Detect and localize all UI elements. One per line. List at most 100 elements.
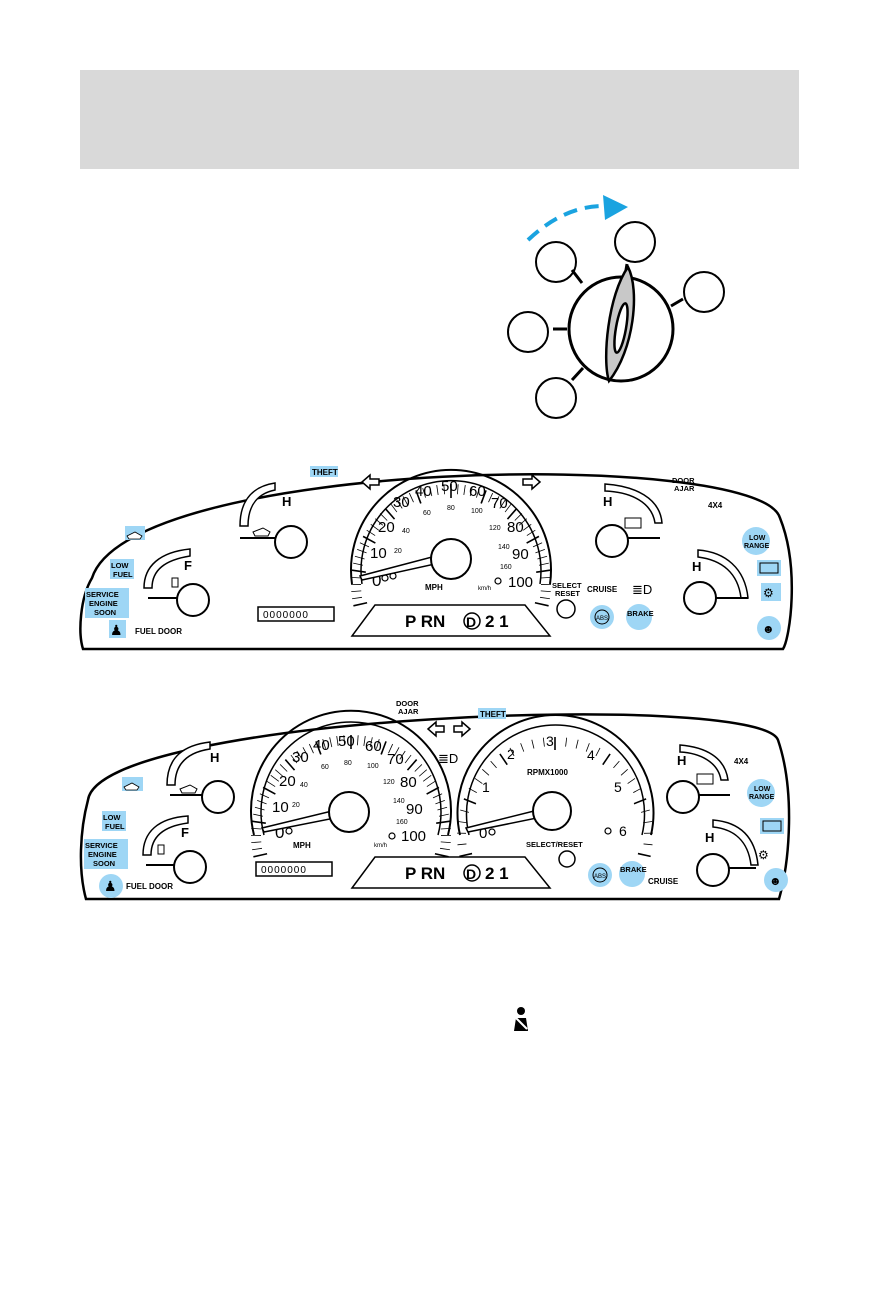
gauge-tick	[535, 549, 545, 554]
gauge-tick	[354, 555, 365, 560]
gauge-tick	[518, 518, 528, 526]
charging-icon	[759, 562, 779, 574]
gauge-tick	[380, 741, 387, 755]
seatbelt-icon: ♟	[104, 878, 117, 894]
gauge-tick	[476, 487, 480, 498]
mph-tick-30: 30	[393, 494, 410, 511]
kmh-tick-60: 60	[321, 764, 329, 771]
gauge-tick	[366, 529, 376, 536]
select-reset-button[interactable]	[558, 850, 576, 868]
speedometer-hub	[430, 538, 472, 580]
key-position-2	[535, 241, 577, 283]
instrument-cluster-tachometer: 0 10 20 30 40 50 60 70 80 90 100 20 40 6…	[79, 699, 791, 901]
gauge-tick	[353, 562, 364, 566]
gauge-tick	[469, 486, 473, 497]
mph-tick-70: 70	[387, 751, 404, 768]
abs-indicator: ABS	[596, 616, 608, 622]
rpm-tick-3: 3	[546, 733, 554, 749]
gauge-tick	[284, 759, 296, 771]
kmh-label: km/h	[478, 586, 491, 592]
mph-tick-50: 50	[441, 478, 458, 495]
low-range-line-2: RANGE	[749, 794, 775, 801]
kmh-tick-100: 100	[471, 508, 483, 515]
gauge-tick	[531, 739, 535, 749]
fuel-f-label: F	[184, 558, 192, 573]
rpm-tick-2: 2	[507, 746, 515, 762]
mph-tick-50: 50	[338, 733, 355, 750]
gauge-tick	[290, 754, 298, 764]
gauge-tick	[408, 492, 414, 503]
gauge-tick	[637, 852, 651, 858]
gauge-tick	[406, 759, 418, 771]
gear-prn: P RN	[405, 864, 445, 883]
gauge-tick	[370, 523, 380, 531]
airbag-icon: ☻	[769, 874, 782, 888]
low-range-line-2: RANGE	[744, 543, 770, 550]
gauge-tick	[538, 562, 549, 566]
service-line-3: SOON	[93, 859, 115, 868]
gauge-tick	[440, 827, 451, 830]
gauge-tick	[493, 496, 500, 506]
gauge-tick	[437, 806, 448, 811]
fuel-door-label: FUEL DOOR	[135, 627, 182, 636]
four-x-four-label: 4X4	[734, 757, 749, 766]
battery-gauge: H	[595, 483, 663, 558]
oil-h-label: H	[210, 750, 219, 765]
rpm-tick-0: 0	[479, 825, 487, 842]
mph-tick-30: 30	[292, 749, 309, 766]
gauge-tick	[488, 492, 494, 503]
fuel-pump-icon	[157, 844, 165, 855]
wrench-icon: ⚙	[758, 848, 769, 862]
key-position-5	[535, 377, 577, 419]
gauge-tick	[436, 820, 451, 824]
mph-label: MPH	[425, 583, 443, 592]
gauge-tick	[443, 484, 445, 495]
oil-can-icon	[252, 527, 271, 537]
gauge-tick	[602, 753, 611, 766]
gauge-tick	[253, 852, 268, 858]
gauge-tick	[429, 486, 433, 497]
select-reset-button[interactable]	[556, 599, 576, 619]
gauge-tick	[613, 760, 620, 769]
gauge-tick	[633, 787, 642, 793]
gauge-tick	[585, 743, 590, 752]
oil-h-label: H	[282, 494, 291, 509]
gauge-tick	[627, 778, 636, 784]
gauge-tick	[532, 542, 543, 548]
oil-can-icon	[179, 784, 198, 794]
gauge-tick	[460, 809, 470, 813]
gauge-tick	[266, 780, 276, 787]
odometer-value: 0000000	[263, 610, 309, 621]
gauge-tick	[384, 508, 396, 520]
gauge-tick	[468, 787, 477, 793]
mph-tick-70: 70	[491, 495, 508, 512]
right-turn-arrow	[453, 720, 472, 738]
gauge-tick	[404, 754, 412, 764]
gauge-tick	[439, 847, 450, 851]
fuel-gauge: F	[142, 815, 207, 884]
rpm-label: RPMX1000	[527, 768, 568, 777]
mph-tick-90: 90	[512, 546, 529, 563]
mph-tick-10: 10	[370, 545, 387, 562]
gauge-tick	[253, 813, 264, 817]
gauge-tick	[540, 576, 551, 579]
gauge-tick	[522, 523, 532, 531]
oil-warning-icon	[126, 531, 143, 540]
kmh-tick-40: 40	[402, 528, 410, 535]
low-fuel-line-2: FUEL	[113, 570, 133, 579]
select-label: SELECT	[552, 581, 582, 590]
battery-icon	[696, 773, 714, 785]
kmh-tick-80: 80	[447, 505, 455, 512]
gauge-tick	[399, 750, 406, 760]
temp-h-label: H	[705, 830, 714, 845]
gear-d: D	[466, 614, 476, 630]
brake-indicator: BRAKE	[627, 609, 654, 618]
oil-pressure-gauge: H	[239, 482, 308, 559]
gauge-tick	[520, 743, 525, 752]
kmh-tick-20: 20	[394, 548, 402, 555]
gear-prn: P RN	[405, 612, 445, 631]
gauge-tick	[526, 535, 540, 544]
gear-21: 2 1	[485, 612, 509, 631]
gauge-tick	[536, 569, 551, 573]
gauge-tick	[422, 487, 426, 498]
